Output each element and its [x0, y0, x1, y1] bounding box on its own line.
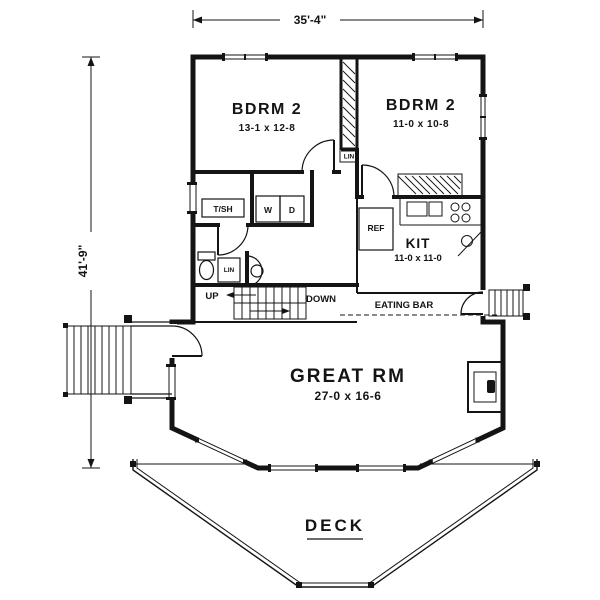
hall-closet: LIN [339, 61, 359, 163]
corner-sink [461, 235, 473, 247]
doors [167, 139, 488, 358]
kitchen-sink [428, 201, 443, 217]
room-size-bdrm2-left: 13-1 x 12-8 [239, 123, 296, 134]
bath-fixtures: T/SH W D LIN [197, 195, 305, 287]
door-swing [361, 164, 395, 198]
door-swing [171, 325, 203, 357]
door-swing [217, 224, 249, 256]
room-label-great-room: GREAT RM [290, 366, 406, 387]
dimension-height-label: 41'-9" [76, 245, 90, 278]
left-steps [63, 315, 172, 404]
interior-stairs: UP DOWN [205, 286, 336, 320]
deck-post [368, 582, 374, 588]
dimension-top: 35'-4" [192, 10, 484, 28]
dryer-label: D [289, 205, 295, 215]
interior-walls [191, 57, 485, 323]
deck-post [296, 582, 302, 588]
deck-post [124, 396, 132, 404]
down-arrow [282, 308, 290, 314]
stairs-up-label: UP [205, 291, 219, 302]
kitchen-sink [406, 201, 428, 217]
right-steps [488, 284, 530, 320]
door-swing [301, 139, 335, 173]
side-door-gap [167, 324, 177, 358]
eating-bar-label: EATING BAR [375, 300, 434, 311]
room-labels: BDRM 2 13-1 x 12-8 BDRM 2 11-0 x 10-8 KI… [232, 97, 456, 535]
stairs-down-label: DOWN [306, 294, 336, 305]
fridge-label: REF [368, 223, 385, 233]
tub-shower [201, 198, 245, 218]
linen-bath-label: LIN [224, 267, 235, 274]
washer-label: W [264, 205, 273, 215]
room-size-kitchen: 11-0 x 11-0 [394, 253, 442, 264]
room-label-kitchen: KIT [406, 236, 431, 251]
dryer [279, 195, 305, 223]
stove-burner [461, 213, 471, 223]
entry-door-gap [478, 290, 488, 316]
room-size-bdrm2-right: 11-0 x 10-8 [393, 119, 449, 130]
exterior-walls [169, 54, 506, 471]
linen-hall-label: LIN [344, 154, 355, 161]
deck-post [523, 284, 530, 291]
room-label-bdrm2-left: BDRM 2 [232, 101, 302, 118]
deck-post [130, 461, 136, 467]
dimension-left: 41'-9" [76, 56, 100, 469]
tub-shower-label: T/SH [213, 204, 232, 214]
linen-bath-closet [217, 257, 241, 283]
deck-outline [130, 459, 540, 588]
room-size-great-room: 27-0 x 16-6 [315, 389, 382, 403]
stove-burner [461, 202, 471, 212]
toilet-tank [197, 251, 216, 261]
sink-counter [246, 255, 263, 287]
stove-burner [450, 213, 460, 223]
up-arrow [226, 292, 234, 298]
windows [166, 52, 489, 473]
stove-burner [450, 202, 460, 212]
deck-post [534, 461, 540, 467]
kitchen-fixtures: REF EATING BAR [340, 199, 500, 316]
room-label-bdrm2-right: BDRM 2 [386, 97, 456, 114]
toilet [198, 259, 215, 281]
deck-post [124, 315, 132, 323]
refrigerator [358, 207, 394, 251]
fireplace [467, 361, 503, 413]
deck-post [63, 323, 68, 328]
bedroom2-closet [397, 173, 463, 197]
deck-post [523, 313, 530, 320]
deck-post [63, 392, 68, 397]
dimension-width-label: 35'-4" [294, 13, 327, 27]
room-label-deck: DECK [305, 516, 365, 535]
sink [250, 264, 264, 278]
